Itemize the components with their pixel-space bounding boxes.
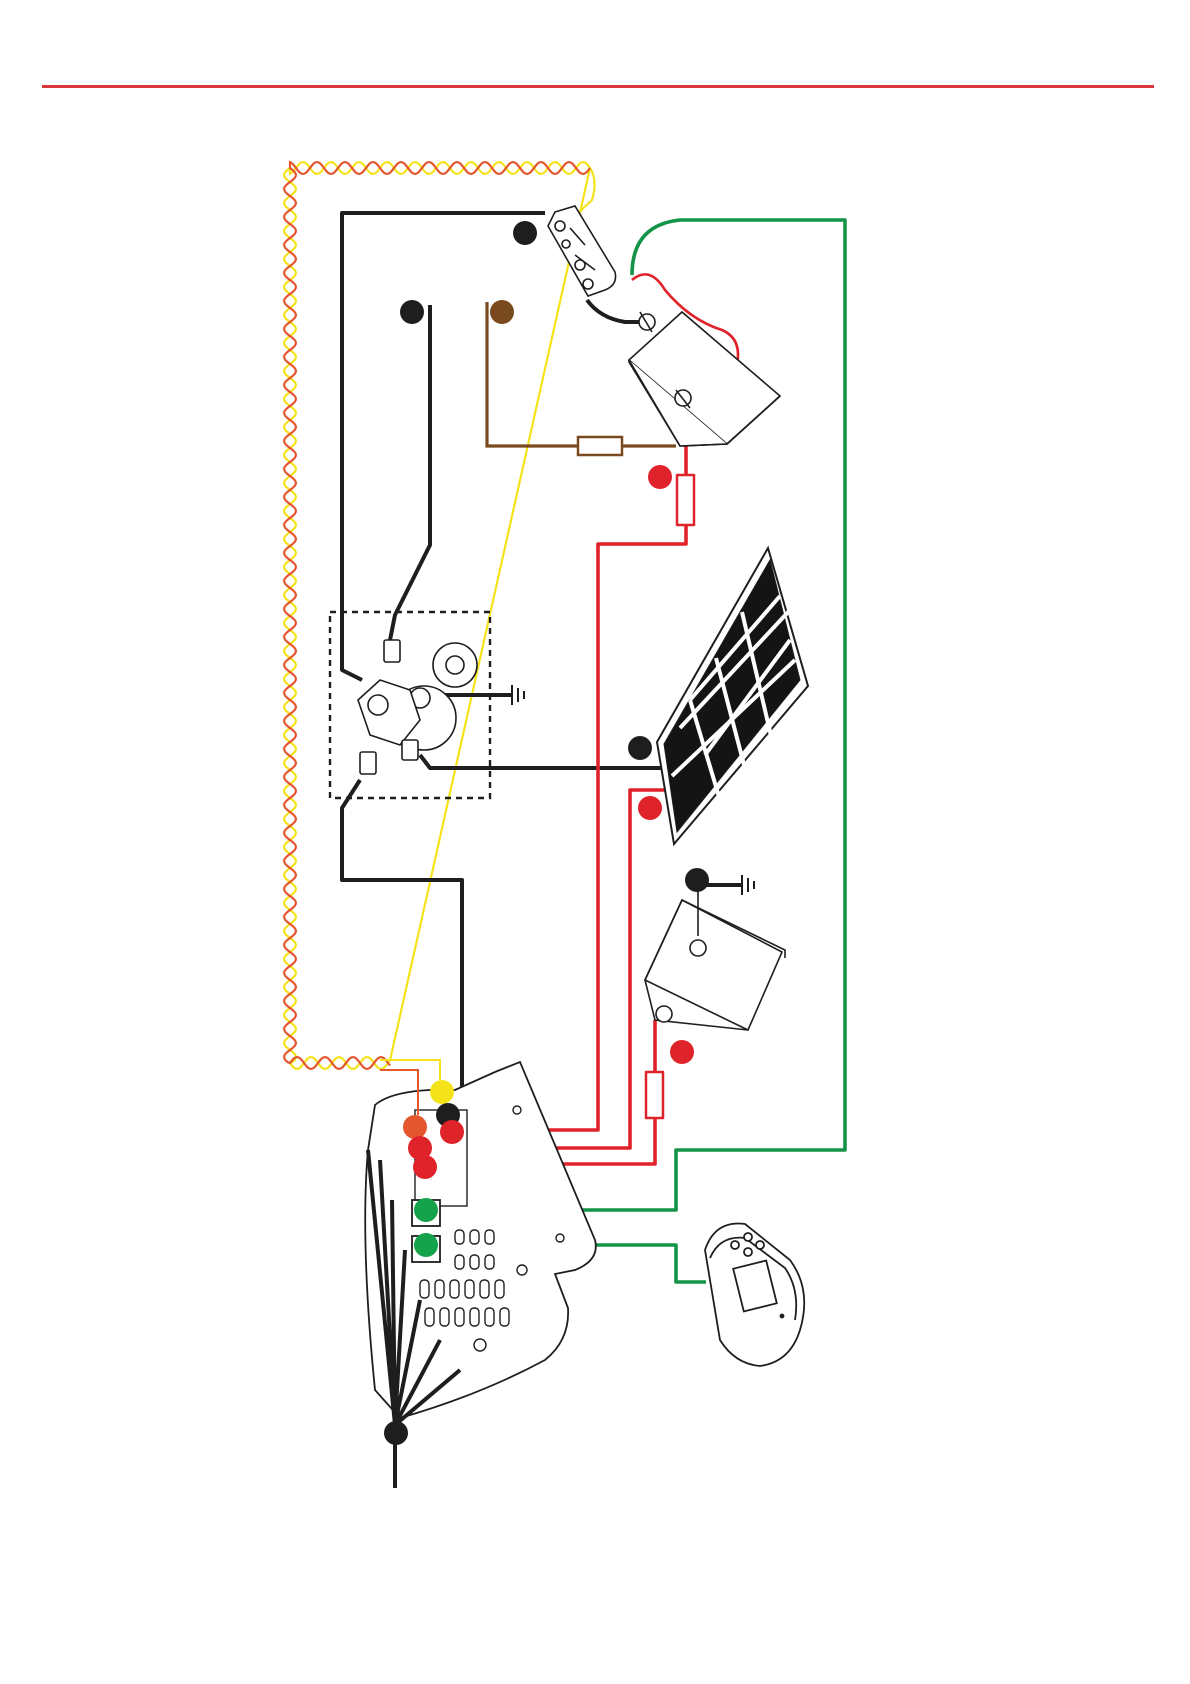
marker-yellow-controller [430, 1080, 454, 1104]
busbar-terminal-block [548, 206, 616, 296]
leisure-battery [629, 312, 780, 446]
marker-red-starter [670, 1040, 694, 1064]
twisted-pair-cable [284, 162, 594, 1069]
ground-symbol-icon [742, 875, 754, 895]
fuse-red-starter [646, 1072, 663, 1118]
marker-black-solar [628, 736, 652, 760]
black-wire-busbar-to-battery [587, 300, 640, 322]
marker-red-controller-1 [440, 1120, 464, 1144]
ground-symbol-icon [512, 685, 524, 705]
black-wire-alternator-feed [390, 305, 430, 640]
marker-green-controller-1 [414, 1198, 438, 1222]
marker-red-solar [638, 796, 662, 820]
starter-battery [645, 885, 785, 1030]
controller-unit [365, 1062, 596, 1425]
marker-red-leisure [648, 465, 672, 489]
solar-panel [657, 548, 808, 844]
fuse-red-leisure [677, 475, 694, 525]
marker-brown-d-plus [490, 300, 514, 324]
marker-black-starter [685, 868, 709, 892]
marker-orange-controller [403, 1115, 427, 1139]
marker-green-controller-2 [414, 1233, 438, 1257]
remote-display [705, 1224, 804, 1366]
fuse-brown [578, 437, 622, 455]
marker-black-busbar [513, 221, 537, 245]
marker-black-chassis [384, 1421, 408, 1445]
alternator [330, 612, 490, 798]
marker-black-alternator [400, 300, 424, 324]
marker-red-controller-3 [413, 1155, 437, 1179]
